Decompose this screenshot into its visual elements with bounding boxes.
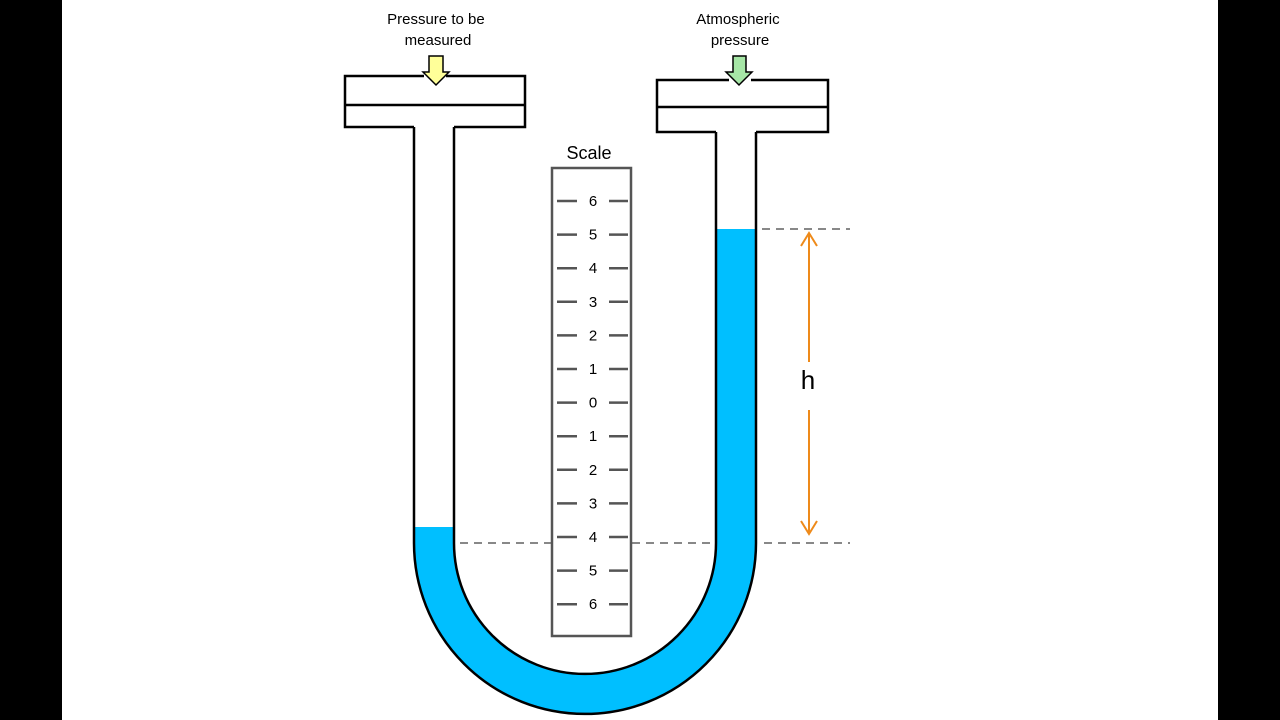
pressure-to-be-measured-label: Pressure to be measured [387, 11, 489, 49]
scale-tick-label: 5 [589, 227, 597, 244]
left-inlet-cap [343, 74, 527, 129]
scale-tick-label: 6 [589, 596, 597, 613]
scale-tick-label: 6 [589, 193, 597, 210]
diagram-canvas [62, 0, 1218, 720]
reference-lines [460, 228, 850, 544]
right-inlet-cap [655, 78, 830, 134]
scale-tick-label: 4 [589, 529, 597, 546]
scale-ticks: 6 5 4 3 2 1 0 1 2 3 4 5 6 [557, 193, 628, 613]
scale-tick-label: 4 [589, 260, 597, 277]
scale-title: Scale [566, 143, 611, 163]
scale-tick-label: 3 [589, 294, 597, 311]
atmospheric-pressure-label: Atmospheric pressure [696, 11, 784, 49]
u-tube-outline [412, 127, 758, 716]
scale-tick-label: 1 [589, 361, 597, 378]
scale-tick-label: 2 [589, 327, 597, 344]
height-dimension-arrow [800, 231, 818, 536]
pressure-input-arrow-icon [421, 55, 451, 87]
scale-tick-label: 3 [589, 495, 597, 512]
scale-tick-label: 2 [589, 462, 597, 479]
scale-tick-label: 1 [589, 428, 597, 445]
scale-tick-label: 0 [589, 395, 597, 412]
height-label: h [801, 365, 815, 395]
manometer-fluid [414, 229, 756, 714]
atmospheric-pressure-arrow-icon [724, 55, 754, 87]
scale-tick-label: 5 [589, 563, 597, 580]
